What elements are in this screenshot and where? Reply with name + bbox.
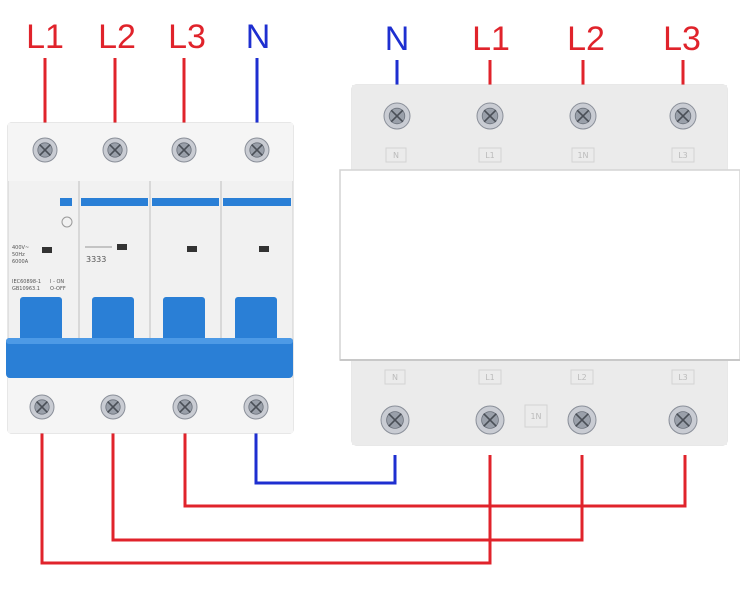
- screw-slot: [576, 109, 590, 123]
- toggle-tie-bar[interactable]: [6, 338, 293, 378]
- terminal-mark: L3: [678, 373, 688, 382]
- energy-meter: N L1 1N L3 N L1 L2 L3 1N: [339, 84, 740, 446]
- spec-line: 400V~: [12, 245, 29, 251]
- breaker-blue-stripe: [223, 198, 291, 206]
- screw-slot: [179, 401, 191, 413]
- label-meter-n: N: [385, 20, 410, 58]
- spec-line: 6000A: [12, 259, 29, 265]
- meter-top-marks: N L1 1N L3: [385, 147, 695, 163]
- meter-top-block: [352, 85, 727, 175]
- label-breaker-l3: L3: [168, 18, 206, 56]
- toggle-lever[interactable]: [235, 297, 277, 342]
- tie-bar-highlight: [6, 338, 293, 344]
- std-line: IEC60898-1: [12, 279, 41, 285]
- terminal-mark-box: [571, 147, 595, 163]
- std-line: GB10963.1: [12, 286, 40, 292]
- terminal-mark: L1: [485, 373, 495, 382]
- toggle-lever[interactable]: [20, 297, 62, 342]
- label-meter-l2: L2: [567, 20, 605, 58]
- onoff-line: I - ON: [50, 279, 64, 285]
- terminal-mark-box: [385, 147, 407, 163]
- wire-l3-link: [183, 410, 687, 508]
- screw-slot: [676, 109, 690, 123]
- label-breaker-n: N: [246, 18, 271, 56]
- onoff-line: O-OFF: [50, 286, 66, 292]
- terminal-mark-box: [384, 369, 406, 385]
- screw-slot: [107, 401, 119, 413]
- wiring-symbol-text: 3333: [86, 255, 106, 264]
- spec-line: 50Hz: [12, 252, 25, 258]
- wire-l2-link: [111, 410, 584, 542]
- terminal-mark: 1N: [530, 412, 541, 421]
- screw-slot: [575, 413, 589, 427]
- terminal-mark-box: [478, 147, 502, 163]
- indicator-window: [187, 246, 197, 252]
- meter-labels: N L1 L2 L3: [385, 20, 701, 58]
- label-meter-l1: L1: [472, 20, 510, 58]
- screw-slot: [483, 413, 497, 427]
- terminal-mark-box: [524, 404, 548, 428]
- screw-slot: [36, 401, 48, 413]
- screw-slot: [109, 144, 121, 156]
- toggle-lever[interactable]: [163, 297, 205, 342]
- screw-slot: [250, 401, 262, 413]
- toggle-lever[interactable]: [92, 297, 134, 342]
- breaker-spec-text: 400V~ 50Hz 6000A IEC60898-1 GB10963.1 I …: [12, 245, 112, 292]
- screw-slots: [34, 107, 692, 429]
- terminal-mark: L3: [678, 151, 688, 160]
- breaker-blue-stripe: [152, 198, 219, 206]
- toggle-levers: [20, 297, 277, 342]
- label-breaker-l2: L2: [98, 18, 136, 56]
- screw-slot: [178, 144, 190, 156]
- screw-slot: [676, 413, 690, 427]
- screw-slot: [251, 144, 263, 156]
- terminal-mark-box: [671, 369, 695, 385]
- terminal-mark: L1: [485, 151, 495, 160]
- certification-mark-icon: [61, 216, 73, 228]
- breaker-blue-corner: [60, 198, 72, 206]
- screw-slot: [388, 413, 402, 427]
- indicator-window: [42, 247, 52, 253]
- wire-n-link: [254, 410, 397, 485]
- terminal-mark-box: [671, 147, 695, 163]
- meter-front-panel: [339, 169, 740, 361]
- terminal-mark: 1N: [577, 151, 588, 160]
- breaker-labels: L1 L2 L3 N: [26, 18, 270, 56]
- label-breaker-l1: L1: [26, 18, 64, 56]
- screw-slot: [483, 109, 497, 123]
- terminal-mark-box: [570, 369, 594, 385]
- terminal-mark-box: [478, 369, 502, 385]
- circuit-breaker: 400V~ 50Hz 6000A IEC60898-1 GB10963.1 I …: [6, 122, 294, 434]
- breaker-blue-stripe: [81, 198, 148, 206]
- wires: [40, 58, 687, 565]
- screw-slot: [39, 144, 51, 156]
- indicator-window: [259, 246, 269, 252]
- terminal-mark: L2: [577, 373, 587, 382]
- indicator-window: [117, 244, 127, 250]
- meter-bottom-block: [352, 358, 727, 445]
- screw-slot: [390, 109, 404, 123]
- terminal-mark: N: [393, 151, 399, 160]
- label-meter-l3: L3: [663, 20, 701, 58]
- meter-bottom-marks: N L1 L2 L3 1N: [384, 369, 695, 428]
- wire-l1-link: [40, 410, 492, 565]
- terminal-mark: N: [392, 373, 398, 382]
